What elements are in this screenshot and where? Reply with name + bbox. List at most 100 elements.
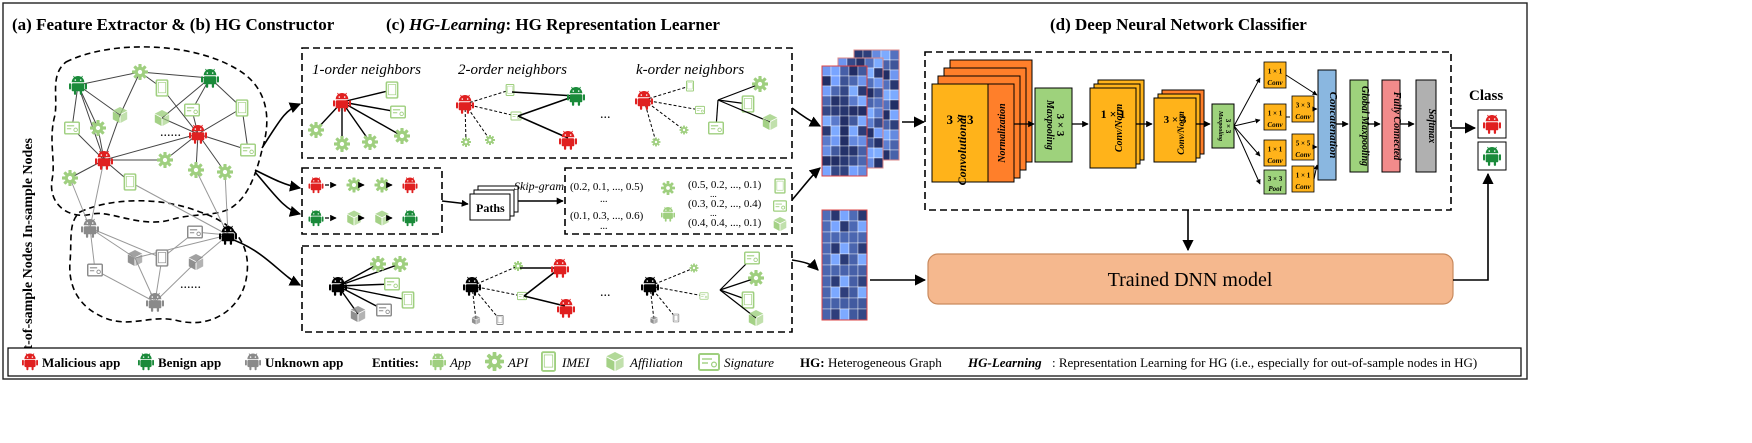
heatmap-cell [857,286,868,299]
heatmap-cell [821,65,868,177]
legend-entities: Entities: [372,355,419,370]
heatmap-cell [821,275,832,288]
heatmap-cell [848,115,859,127]
heatmap-cell [821,75,832,87]
heatmap-cell [830,155,841,167]
cube-icon [347,210,361,226]
heatmap-cell [889,89,900,101]
dots-out-sample: ... [600,285,611,300]
android-icon [329,276,347,296]
heatmap-cell [839,135,850,147]
cube-icon [773,217,787,231]
heatmap-cell [839,115,850,127]
heatmap-cell [889,109,900,121]
phone-icon [155,249,169,267]
gear-icon [62,170,78,186]
heatmap-cell [830,165,841,177]
signature-icon [376,303,392,317]
heatmap-cell [821,155,832,167]
heatmap-cell [830,115,841,127]
android-icon [219,225,237,245]
inception-op: Conv [1295,183,1311,191]
gear-icon [217,164,233,180]
gear-icon [752,76,768,92]
gear-icon [661,181,675,195]
maxpool-1-label: Maxpooling [1044,99,1055,150]
heatmap-cell [873,97,884,109]
heatmap-cell [839,297,850,310]
heatmap-cell [873,127,884,139]
heatmap-cell [848,286,859,299]
heatmap-cell [821,297,832,310]
heatmap-cell [821,220,832,233]
heatmap-cell [830,286,841,299]
android-icon [402,210,418,227]
heatmap-cell [830,275,841,288]
heatmap-cell [857,220,868,233]
maxpool-1-size: 3 × 3 [1054,114,1066,137]
heatmap-cell [821,308,832,321]
gear-icon [392,256,408,272]
heatmap-cell [848,297,859,310]
title-feature-extractor: (a) Feature Extractor & (b) HG Construct… [12,15,335,34]
heatmap-cell [857,95,868,107]
android-icon [402,177,418,194]
conv1x1-size: 1 × 1 [1101,107,1126,121]
android-icon [567,86,585,106]
heatmap-cell [848,75,859,87]
phone-icon [505,83,515,97]
conv1x1-stack: 1 × 1 Conv/Norm [1089,79,1145,169]
phone-icon [496,315,504,325]
heatmap-cell [839,75,850,87]
legend-hg-label: HG: [800,355,825,370]
fc-block [1381,79,1401,173]
heatmap-cell [821,115,832,127]
android-icon [557,298,575,318]
heatmap-cell [889,99,900,111]
gear-icon [188,162,204,178]
android-icon [308,177,324,194]
heatmap-cell [821,65,832,77]
conv-size: 3 × 3 [947,112,974,127]
inception-op: Pool [1268,185,1281,193]
heatmap-cell [821,95,832,107]
heatmap-cell [889,149,900,161]
heatmap-cell [821,253,832,266]
softmax-block [1415,79,1437,173]
legend-imei: IMEI [561,355,590,370]
softmax-label: Softmax [1426,109,1437,143]
signature-icon [390,105,406,119]
inception-block [1263,139,1287,167]
heatmap-cell [857,231,868,244]
signature-icon [87,263,103,277]
legend-malicious: Malicious app [42,355,120,370]
gear-icon [689,263,699,273]
phone-icon [123,173,137,191]
norm-label: Normalization [997,103,1008,164]
heatmap-cell [821,105,832,117]
heatmap-cell [889,69,900,81]
heatmap-cell [821,125,832,137]
legend-hgl-label: HG-Learning [967,355,1042,370]
heatmap-cell [830,105,841,117]
gear-icon [362,134,378,150]
heatmap-cell [857,165,868,177]
heatmap-cell [857,125,868,137]
signature-icon [744,251,760,265]
phone-icon [155,79,169,97]
gear-icon [370,256,386,272]
inception-size: 1 × 1 [1268,68,1283,76]
vector-dots-1: ... [600,194,608,205]
box-paths [301,167,443,235]
paths-stack: Paths [469,185,519,221]
gear-icon [308,122,324,138]
heatmap-cell [889,119,900,131]
heatmap-cell [848,145,859,157]
label-k-order: k-order neighbors [636,62,744,78]
heatmap-cell [839,264,850,277]
label-in-sample-nodes: In-sample Nodes [21,137,36,238]
inception-op: Conv [1267,157,1283,165]
heatmap-out-sample [821,209,868,321]
heatmap-cell [857,105,868,117]
